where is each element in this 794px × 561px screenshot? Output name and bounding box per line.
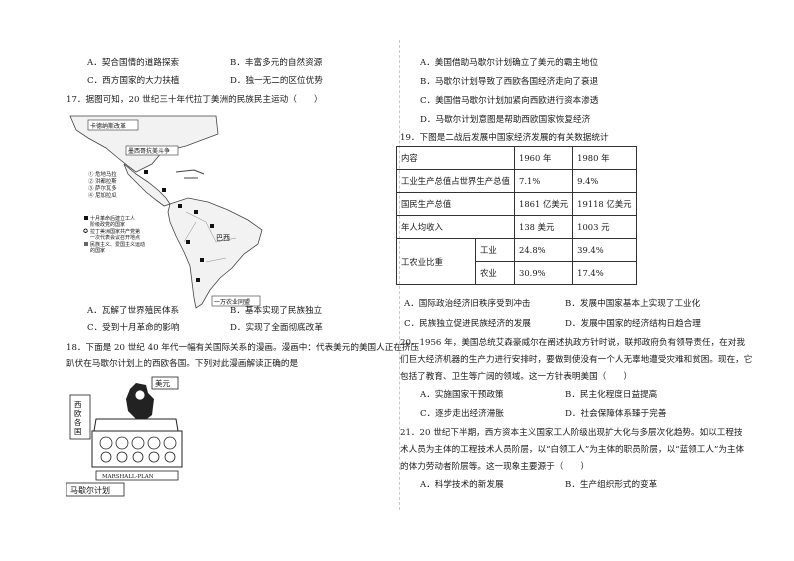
q20-option-d: D．社会保障体系臻于完善 [565, 409, 667, 419]
plan-banner-text: MARSHALL-PLAN [102, 474, 154, 480]
q21-line1: 21．20 世纪下半期，西方资本主义国家工人阶级出现扩大化与多层次化趋势。如以工… [400, 428, 743, 438]
legend-marker-square [84, 242, 88, 246]
map-note-4: 一次代表会议召开地点 [90, 234, 140, 241]
q20-line1: 20．1956 年，美国总统艾森豪威尔在阐述执政方针时说，联邦政府负有领导责任，… [400, 338, 745, 348]
table-cell: 1003 元 [572, 215, 637, 239]
map-country-markers [144, 170, 214, 282]
uncle-sam-figure [126, 383, 154, 421]
q18-option-a: A．美国借助马歇尔计划确立了美元的霸主地位 [420, 58, 599, 68]
map-note-1: 十月革命后建立工人 [90, 215, 135, 222]
q19-option-c: C．民族独立促进民族经济的发展 [404, 319, 531, 329]
table-cell: 1861 亿美元 [513, 192, 574, 216]
q17-option-a: A．瓦解了世界殖民体系 [87, 306, 180, 316]
marshall-label: 马歇尔计划 [70, 485, 110, 495]
plan-banner [95, 470, 179, 481]
marshall-label-box [66, 482, 125, 497]
q17-option-c: C．受到十月革命的影响 [87, 323, 180, 333]
q18-option-c: C．美国借马歇尔计划加紧向西欧进行资本渗透 [420, 96, 599, 106]
map-label-brazil: 巴西 [216, 234, 230, 242]
q17-option-d: D．实现了全面彻底改革 [230, 323, 323, 333]
table-header-cell: 1980 年 [572, 146, 637, 170]
q16-option-d: D．独一无二的区位优势 [230, 76, 323, 86]
map-label-league: 一万农业同盟 [214, 298, 250, 306]
q16-option-b: B．丰富多元的自然资源 [230, 58, 323, 68]
table-cell: 农业 [475, 261, 515, 285]
table-header-cell: 1960 年 [513, 146, 574, 170]
south-america-landmass [167, 197, 263, 309]
q18-option-b: B．马歇尔计划导致了西欧各国经济走向了衰退 [420, 77, 599, 87]
map-legend-4: ④ 尼加拉瓜 [88, 191, 117, 199]
table-cell: 30.9% [513, 261, 574, 285]
q20-line2: 们巨大经济机器的生产力进行安排时，要做到使没有一个人无辜地遭受灾难和贫困。现在，… [400, 355, 753, 365]
q19-option-d: D．发展中国家的经济结构日趋合理 [565, 319, 701, 329]
table-row: 农业 30.9% 17.4% [397, 261, 637, 285]
q16-option-a: A．契合国情的道路探索 [87, 58, 180, 68]
q21-line2: 术人员为主体的工程技术人员阶层，以“白领工人”为主体的职员阶层，以“蓝领工人”为… [400, 445, 745, 455]
q21-option-b: B．生产组织形式的变革 [565, 480, 658, 490]
map-label-box [125, 145, 179, 156]
table-row: 工业生产总值占世界生产总值 7.1% 9.4% [396, 169, 637, 193]
table-cell: 工业 [475, 238, 515, 262]
map-label-box [211, 295, 261, 307]
table-row: 内容 1960 年 1980 年 [396, 146, 637, 170]
table-cell: 39.4% [572, 238, 637, 262]
q21-option-a: A．科学技术的新发展 [420, 480, 504, 490]
map-label-box [87, 119, 139, 131]
q16-option-c: C．西方国家的大力扶植 [87, 76, 180, 86]
q17-stem: 17．据图可知，20 世纪三十年代拉丁美洲的民族民主运动（ ） [66, 95, 323, 105]
q18-option-d: D．马歇尔计划意图是帮助西欧国家恢复经济 [420, 115, 591, 125]
table-cell: 7.1% [513, 169, 574, 193]
press-rollers [99, 436, 177, 463]
table-header-cell: 内容 [396, 146, 515, 170]
table-cell: 9.4% [572, 169, 637, 193]
press-frame [93, 418, 179, 432]
table-cell: 17.4% [572, 261, 637, 285]
table-cell: 24.8% [513, 238, 574, 262]
uncle-sam-head [134, 389, 146, 401]
table-row: 国民生产总值 1861 亿美元 19118 亿美元 [396, 192, 637, 216]
table-cell: 19118 亿美元 [572, 192, 637, 216]
central-america-landmass [123, 163, 171, 207]
map-legend-star: ✪ [83, 228, 88, 235]
table-row: 年人均收入 138 美元 1003 元 [396, 215, 637, 239]
q20-option-b: B．民主化程度日益提高 [565, 390, 658, 400]
table-row: 工农业比重 工业 24.8% 39.4% [396, 238, 637, 285]
q20-line3: 包括了教育、卫生等广阔的领域。这一方针表明美国（ ） [400, 372, 633, 382]
q19-option-a: A．国际政治经济旧秩序受到冲击 [404, 299, 531, 309]
dollar-label-box [151, 376, 179, 390]
map-note-2: 阶级政党的国家 [90, 221, 125, 228]
q19-stem: 19．下图是二战后发展中国家经济发展的有关数据统计 [400, 133, 609, 143]
map-note-6: 的国家 [90, 247, 105, 254]
latin-america-map: 卡德纳斯改革 墨西哥抗美斗争 ① 危地马拉 ② 洪都拉斯 ③ 萨尔瓦多 ④ 尼加… [66, 112, 282, 312]
marshall-plan-cartoon: 美元 西欧各国 MARSHALL-PLAN 马歇尔计划 [66, 376, 183, 497]
map-legend-2: ② 洪都拉斯 [88, 177, 117, 185]
west-europe-label-box [69, 394, 91, 440]
table-cell: 工业生产总值占世界生产总值 [396, 169, 515, 193]
dollar-label: 美元 [155, 378, 170, 388]
q18-stem-line1: 18．下面是 20 世纪 40 年代一幅有关国际关系的漫画。漫画中：代表美元的美… [66, 343, 420, 353]
caribbean-islands [175, 169, 205, 179]
map-label-mexico: 墨西哥抗美斗争 [128, 147, 170, 155]
country-borders [183, 211, 237, 263]
map-note-5: 民族主义、爱国主义运动 [90, 241, 145, 248]
legend-marker-square [84, 216, 88, 220]
table-cell: 工农业比重 [396, 238, 476, 285]
west-europe-label: 西欧各国 [74, 400, 82, 436]
q20-option-c: C．逐步走出经济滞胀 [420, 409, 504, 419]
table-cell: 138 美元 [513, 215, 574, 239]
table-cell: 国民生产总值 [396, 192, 515, 216]
q20-option-a: A．实施国家干预政策 [420, 390, 504, 400]
map-note-3: 拉丁美洲国家共产党第 [90, 228, 140, 235]
table-cell: 年人均收入 [396, 215, 515, 239]
q18-stem-line2: 趴伏在马歇尔计划上的西欧各国。下列对此漫画解读正确的是 [66, 359, 299, 369]
q21-line3: 的体力劳动者阶层等。这一现象主要源于（ ） [400, 462, 590, 472]
q19-option-b: B．发展中国家基本上实现了工业化 [565, 299, 701, 309]
map-label-cardenas: 卡德纳斯改革 [90, 122, 126, 130]
map-legend-3: ③ 萨尔瓦多 [88, 184, 117, 192]
map-legend-1: ① 危地马拉 [88, 170, 117, 178]
q17-option-b: B．基本实现了民族独立 [230, 306, 323, 316]
q19-data-table: 内容 1960 年 1980 年 工业生产总值占世界生产总值 7.1% 9.4%… [396, 146, 637, 285]
